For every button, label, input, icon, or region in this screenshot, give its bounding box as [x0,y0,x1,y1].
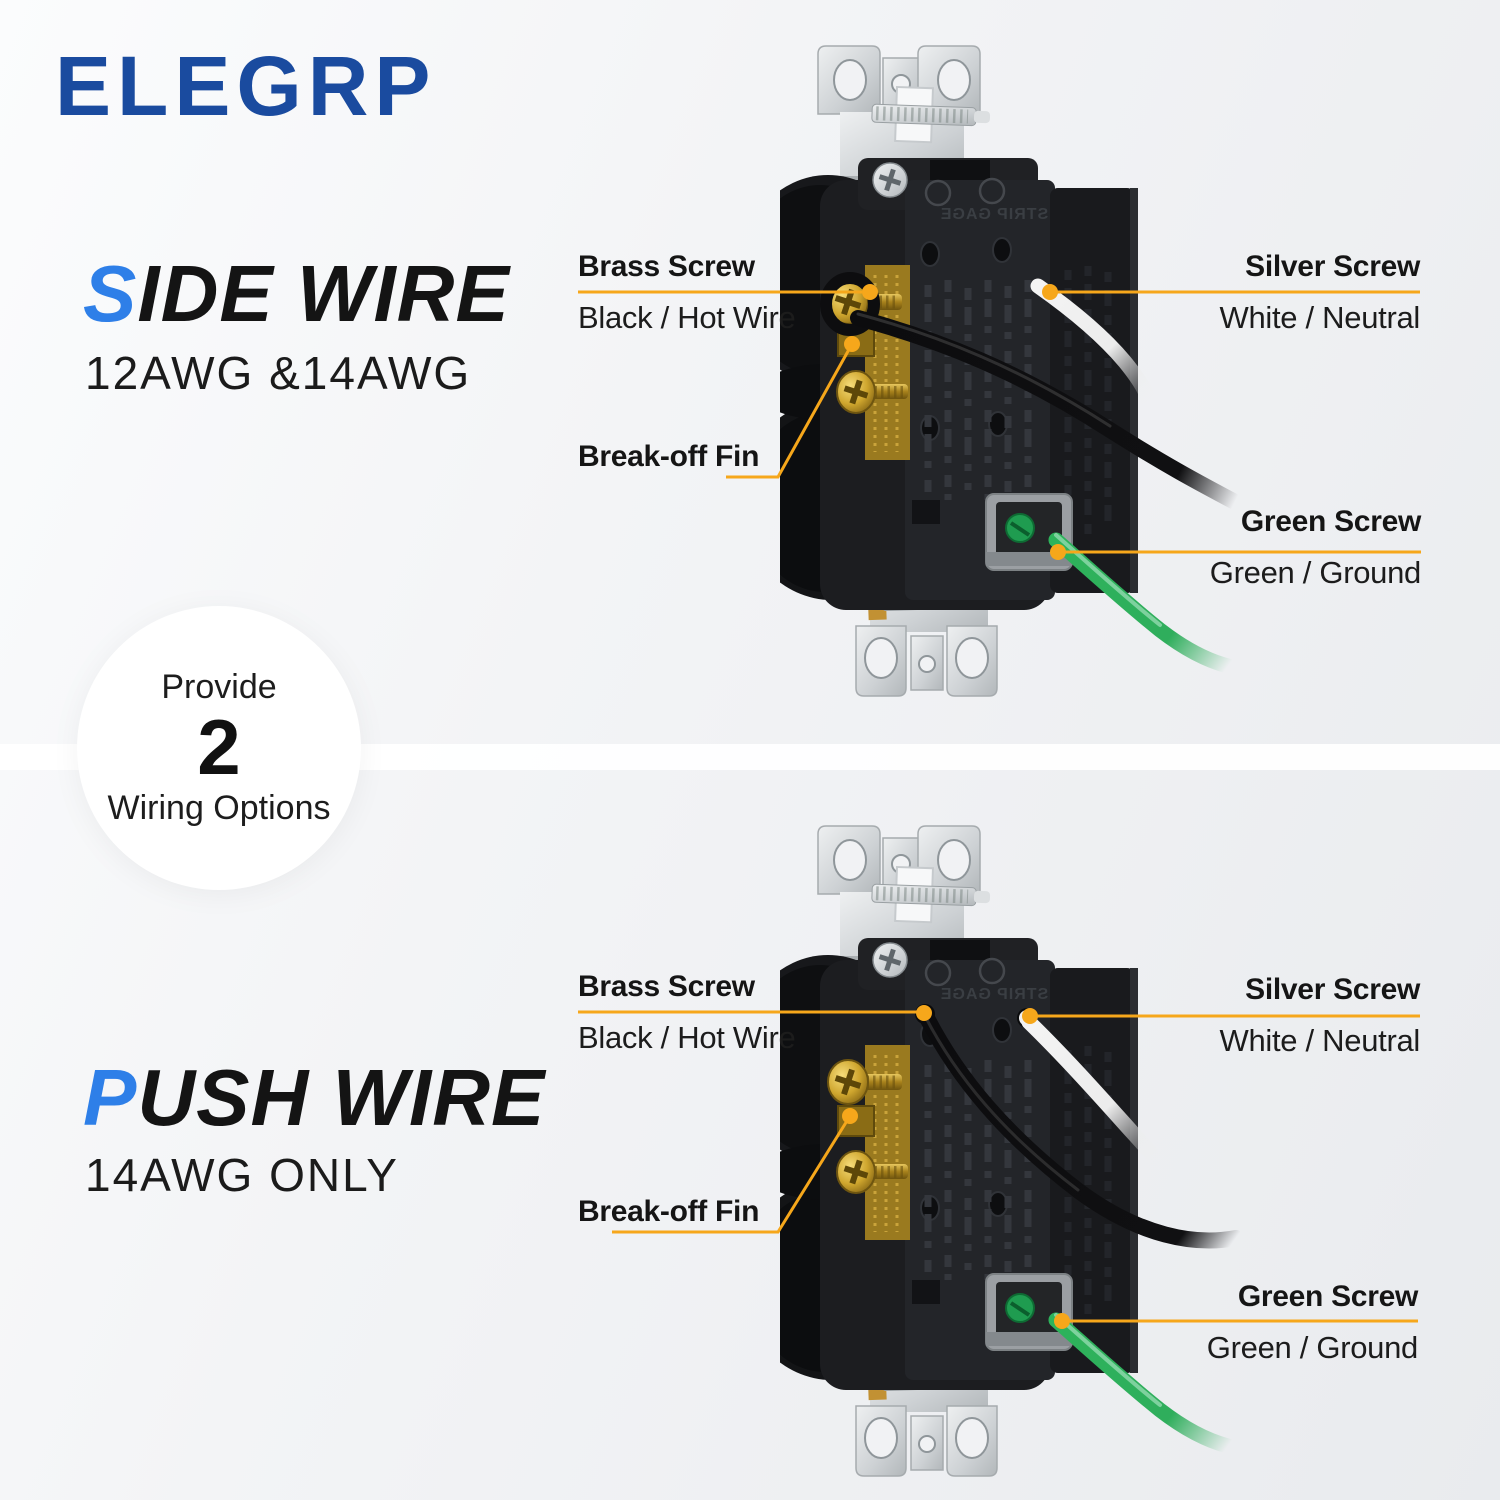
callout-title: Break-off Fin [578,1195,760,1228]
title-rest: IDE WIRE [137,249,510,338]
white-neutral-wire [1021,1014,1164,1168]
callout-title: Silver Screw [1245,250,1420,283]
callout-green-screw-bottom: Green Screw Green / Ground [1206,1280,1419,1366]
callout-title: Silver Screw [1245,973,1420,1006]
callout-title: Brass Screw [578,970,755,1003]
callout-desc: Black / Hot Wire [578,300,796,335]
badge-line1: Provide [161,668,277,706]
callout-title: Brass Screw [578,250,755,283]
dot-green-bottom [1054,1313,1070,1329]
badge-number: 2 [197,703,241,791]
green-ground-wire [1048,532,1236,674]
callout-desc: Green / Ground [1206,1330,1419,1365]
title-first-letter: S [83,249,138,338]
callout-brass-screw-top: Brass Screw Black / Hot Wire [578,250,796,336]
dot-brass-bottom [916,1005,932,1021]
receptacle-side-wire [780,30,1240,730]
callout-break-off-fin-top: Break-off Fin [578,440,759,474]
badge-line2: Wiring Options [107,789,331,827]
dot-silver-bottom [1022,1008,1038,1024]
callout-brass-screw-bottom: Brass Screw Black / Hot Wire [578,970,796,1056]
callout-desc: White / Neutral [1219,300,1420,335]
callout-break-off-fin-bottom: Break-off Fin [578,1195,759,1229]
brand-logo: ELEGRP [55,39,437,133]
dot-breakoff-top [844,336,860,352]
callout-title: Green Screw [1237,1280,1418,1313]
dot-silver-top [1042,284,1058,300]
title-rest: USH WIRE [137,1053,546,1142]
callout-green-screw-top: Green Screw Green / Ground [1209,505,1422,591]
wires-side-wire [820,272,1240,674]
black-hot-wire [850,310,1240,510]
dot-breakoff-bottom [842,1108,858,1124]
callout-title: Green Screw [1240,505,1421,538]
callout-silver-screw-bottom: Silver Screw White / Neutral [1219,973,1420,1059]
callout-desc: White / Neutral [1219,1023,1420,1058]
dot-brass-top [862,284,878,300]
callout-title: Break-off Fin [578,440,760,473]
section-title-push-wire: PUSH WIRE [83,1052,545,1144]
title-first-letter: P [83,1053,138,1142]
green-ground-wire [1048,1312,1236,1454]
section-title-side-wire: SIDE WIRE [83,248,510,340]
dot-green-top [1050,544,1066,560]
section-subtitle-side-wire: 12AWG &14AWG [85,347,472,399]
callout-silver-screw-top: Silver Screw White / Neutral [1219,250,1420,336]
wiring-options-badge: Provide 2 Wiring Options [77,606,361,890]
callout-desc: Green / Ground [1209,555,1422,590]
leader-breakoff-bottom [612,1115,852,1234]
callout-desc: Black / Hot Wire [578,1020,796,1055]
section-subtitle-push-wire: 14AWG ONLY [85,1149,399,1201]
black-wire-loop [820,272,880,336]
white-neutral-wire [1030,278,1156,408]
leader-breakoff-top [726,343,854,479]
